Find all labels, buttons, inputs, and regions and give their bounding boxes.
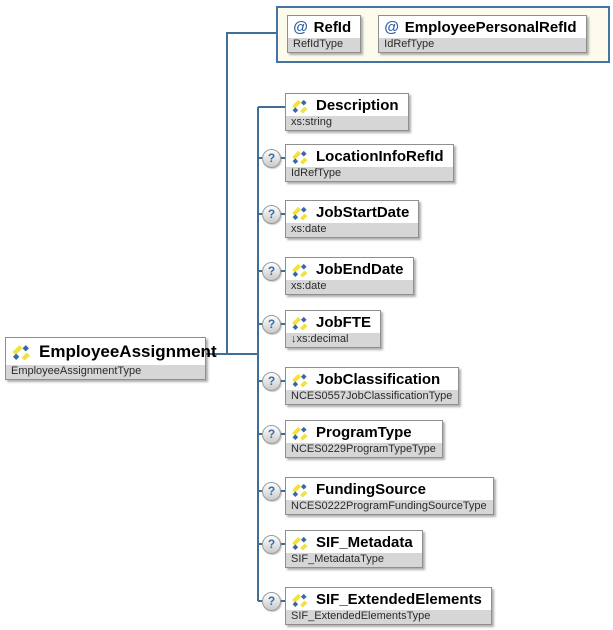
element-name: Description [316, 97, 399, 114]
element-type: IdRefType [286, 167, 453, 181]
attributes-container: @ RefId RefIdType @ EmployeePersonalRefI… [276, 6, 610, 63]
element-icon [292, 373, 308, 387]
element-name: JobStartDate [316, 204, 410, 221]
element-name: ProgramType [316, 424, 412, 441]
root-element-name: EmployeeAssignment [39, 342, 217, 361]
element-box-description[interactable]: Description xs:string [285, 93, 409, 131]
element-box-jobfte[interactable]: JobFTE ↓xs:decimal [285, 310, 381, 348]
element-type: NCES0229ProgramTypeType [286, 443, 442, 457]
attribute-type: IdRefType [379, 38, 586, 52]
element-name: SIF_ExtendedElements [316, 591, 482, 608]
element-type: SIF_MetadataType [286, 553, 422, 567]
element-icon [292, 426, 308, 440]
attribute-type: RefIdType [288, 38, 361, 52]
element-name: SIF_Metadata [316, 534, 413, 551]
element-icon [12, 345, 30, 360]
element-icon [292, 316, 308, 330]
optional-question-mark-icon: ? [262, 372, 281, 391]
element-box-jobenddate[interactable]: JobEndDate xs:date [285, 257, 414, 295]
optional-question-mark-icon: ? [262, 205, 281, 224]
element-icon [292, 150, 308, 164]
element-name: JobEndDate [316, 261, 404, 278]
element-type: ↓xs:decimal [286, 333, 380, 347]
optional-question-mark-icon: ? [262, 535, 281, 554]
child-row-jobstartdate: ? JobStartDate xs:date [262, 200, 420, 238]
element-type: NCES0557JobClassificationType [286, 390, 459, 404]
element-icon [292, 536, 308, 550]
element-box-jobstartdate[interactable]: JobStartDate xs:date [285, 200, 420, 238]
child-row-description: Description xs:string [262, 93, 409, 131]
element-icon [292, 593, 308, 607]
element-type: xs:string [286, 116, 408, 130]
element-type: xs:date [286, 280, 413, 294]
root-element-type: EmployeeAssignmentType [6, 365, 205, 379]
element-name: JobFTE [316, 314, 371, 331]
element-icon [292, 483, 308, 497]
attribute-box-refid[interactable]: @ RefId RefIdType [287, 15, 362, 53]
attribute-name: RefId [313, 19, 352, 36]
element-type: SIF_ExtendedElementsType [286, 610, 491, 624]
optional-question-mark-icon: ? [262, 482, 281, 501]
optional-question-mark-icon: ? [262, 149, 281, 168]
attribute-box-employeepersonalrefid[interactable]: @ EmployeePersonalRefId IdRefType [378, 15, 587, 53]
element-type: NCES0222ProgramFundingSourceType [286, 500, 493, 514]
child-row-jobenddate: ? JobEndDate xs:date [262, 257, 414, 295]
element-icon [292, 263, 308, 277]
optional-question-mark-icon: ? [262, 315, 281, 334]
element-name: JobClassification [316, 371, 441, 388]
element-name: FundingSource [316, 481, 426, 498]
attribute-name: EmployeePersonalRefId [404, 19, 577, 36]
child-row-jobfte: ? JobFTE ↓xs:decimal [262, 310, 381, 348]
element-name: LocationInfoRefId [316, 148, 444, 165]
optional-question-mark-icon: ? [262, 262, 281, 281]
element-type: xs:date [286, 223, 419, 237]
attribute-marker-icon: @ [384, 19, 399, 36]
optional-question-mark-icon: ? [262, 592, 281, 611]
attribute-marker-icon: @ [293, 19, 308, 36]
element-icon [292, 206, 308, 220]
element-icon [292, 99, 308, 113]
optional-question-mark-icon: ? [262, 425, 281, 444]
root-element-box-employeeassignment[interactable]: EmployeeAssignment EmployeeAssignmentTyp… [5, 337, 217, 380]
